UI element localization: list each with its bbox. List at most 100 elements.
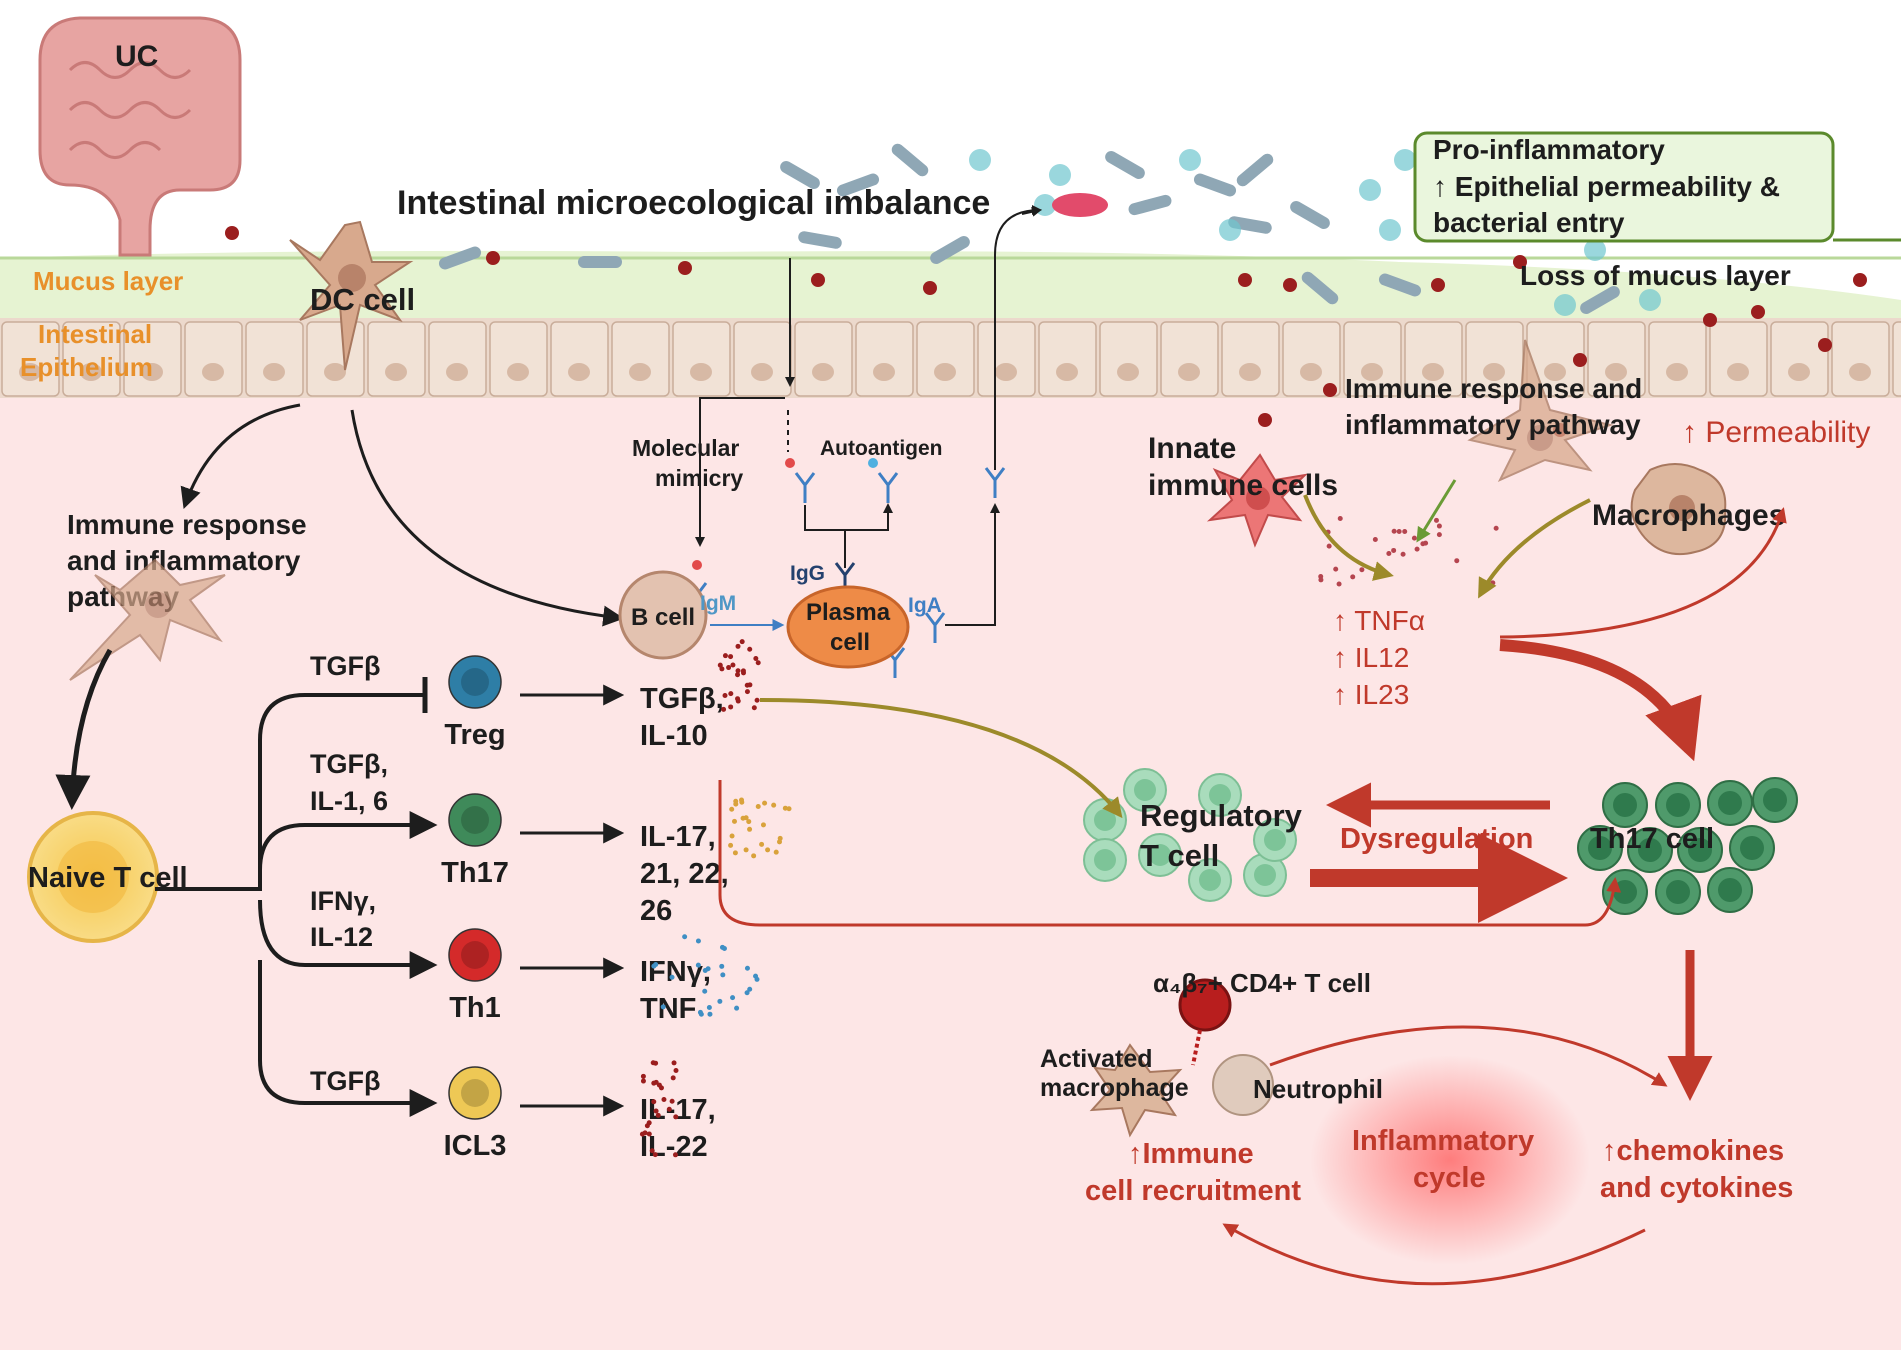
microbe (1049, 164, 1071, 186)
plasma-label2: cell (830, 629, 870, 656)
particle (1238, 273, 1252, 287)
branch-icl3-line (258, 960, 438, 1117)
a4b7-migration (1191, 1029, 1202, 1066)
cytokine-dot (747, 986, 753, 992)
epithelial-cell (306, 321, 365, 397)
cytokine-dot (751, 705, 757, 711)
regulatory-label1: Regulatory (1140, 798, 1303, 833)
antigen-dot (785, 458, 795, 468)
cytokine-dot (672, 1152, 678, 1158)
cytokine-dot (673, 1114, 679, 1120)
cytokine-dot (740, 670, 746, 676)
th17-cell-label: Th17 cell (1590, 823, 1714, 855)
colon-icon (38, 16, 242, 257)
cell-nucleus (690, 363, 712, 381)
right-dc-cell-icon (1467, 339, 1614, 483)
cell-nucleus (1718, 791, 1742, 815)
bacterium (1105, 151, 1145, 179)
cytokine-dot (1333, 566, 1339, 572)
cytokine-dot (652, 1152, 658, 1158)
epithelial-cell (62, 321, 121, 397)
cytokine-dot (651, 1080, 657, 1086)
cytokine-dot (721, 945, 727, 951)
to-bacteria-arrow (994, 205, 1042, 470)
il17-to-th17-arrow (718, 780, 1622, 927)
cell-nucleus (1666, 363, 1688, 381)
cytokine-dot (744, 990, 750, 996)
epithelial-cell (916, 321, 975, 397)
cytokine-dot (730, 662, 736, 668)
to-permeability-arrow (1499, 507, 1787, 639)
cell-nucleus (1666, 880, 1690, 904)
cytokine-dot (1411, 535, 1417, 541)
particle (1513, 255, 1527, 269)
cytokine-dot (1326, 543, 1332, 549)
antigen-dot (692, 560, 702, 570)
particle (1323, 383, 1337, 397)
epithelial-cell (1404, 321, 1463, 397)
particle (1853, 273, 1867, 287)
epithelial-cell (855, 321, 914, 397)
cytokine-dot (728, 842, 734, 848)
cell-nucleus (141, 363, 163, 381)
cytokine-dot (1423, 540, 1429, 546)
a4b7-cd4-t-cell-icon (1178, 978, 1232, 1032)
cell-nucleus (1149, 844, 1171, 866)
cell-nucleus (995, 363, 1017, 381)
cytokine-dot (721, 706, 727, 712)
cytokine-dot (695, 938, 701, 944)
bacterium (1290, 201, 1330, 229)
cell-nucleus (934, 363, 956, 381)
cytokine-dot (1391, 528, 1397, 534)
plasma-cell-icon (786, 585, 910, 669)
activated-label2: macrophage (1040, 1074, 1189, 1102)
cytokine-dot (717, 998, 723, 1004)
branch-output-label: 26 (640, 895, 672, 927)
th17-cluster (1577, 777, 1798, 915)
igm-label: IgM (700, 592, 736, 615)
cytokine-dot (651, 963, 657, 969)
cytokine-dot (729, 833, 735, 839)
cell-nucleus (1613, 880, 1637, 904)
bacterium (1236, 153, 1274, 187)
dc-to-cytokine-arrow (1416, 479, 1457, 543)
cytokine-dot (786, 806, 792, 812)
cytokine-dot (660, 1004, 666, 1010)
cytokine-dot (707, 1011, 713, 1017)
immune-right-line1: Immune response and (1345, 373, 1642, 404)
cytokine-dot (671, 1060, 677, 1066)
microbe (969, 149, 991, 171)
branch-output-label: TGFβ, (640, 683, 724, 715)
cell-nucleus (461, 1079, 489, 1107)
bacterium (780, 161, 820, 189)
microbe (1179, 149, 1201, 171)
branch-cell-label: Th17 (441, 857, 509, 889)
cell-nucleus (568, 363, 590, 381)
cytokine-dot (1433, 517, 1439, 523)
cytokine-dot (733, 801, 739, 807)
intestinal-label: Intestinal (38, 319, 152, 349)
cell-nucleus (1239, 363, 1261, 381)
dc-to-immune-arrow (180, 403, 301, 509)
iga-label: IgA (908, 594, 942, 617)
cytokine-dot (702, 968, 708, 974)
cytokine-dot (1359, 567, 1365, 573)
dysregulation-label: Dysregulation (1340, 823, 1533, 855)
cell-nucleus (446, 363, 468, 381)
cell-nucleus (1361, 363, 1383, 381)
cell-nucleus (1199, 869, 1221, 891)
cytokine-dot (735, 672, 741, 678)
innate-label1: Innate (1148, 432, 1236, 465)
cell-nucleus (19, 363, 41, 381)
cytokine-dot (719, 963, 725, 969)
molecular-label1: Molecular (632, 435, 739, 461)
epithelial-cell (1343, 321, 1402, 397)
cell-nucleus (1056, 363, 1078, 381)
epithelial-cell (733, 321, 792, 397)
dc-cell-icon (289, 220, 414, 371)
pro-box-line2: ↑ Epithelial permeability & (1433, 171, 1780, 202)
